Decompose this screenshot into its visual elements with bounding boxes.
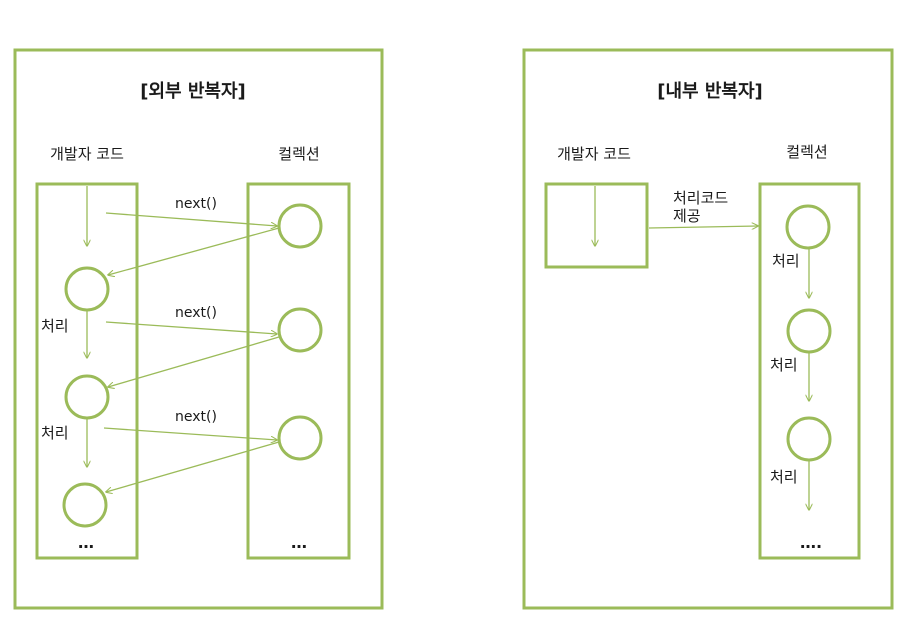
collection-ellipsis: …. bbox=[800, 533, 822, 552]
next-call-arrow bbox=[105, 321, 277, 334]
collection-element bbox=[277, 415, 323, 461]
developer-node bbox=[62, 482, 108, 528]
developer-ellipsis: … bbox=[78, 533, 94, 552]
developer-node bbox=[64, 266, 110, 312]
external-iterator-frame bbox=[13, 48, 384, 610]
process-label: 처리 bbox=[41, 424, 69, 442]
collection-box bbox=[758, 182, 861, 560]
collection-label: 컬렉션 bbox=[278, 145, 319, 163]
collection-box bbox=[246, 182, 351, 560]
developer-code-label: 개발자 코드 bbox=[50, 145, 124, 163]
collection-element bbox=[277, 203, 323, 249]
next-call-label: next() bbox=[175, 305, 217, 321]
internal-iterator-title: [내부 반복자] bbox=[657, 81, 763, 102]
developer-code-box bbox=[35, 182, 139, 560]
developer-code-box bbox=[544, 182, 649, 269]
process-label: 처리 bbox=[772, 252, 800, 270]
developer-node bbox=[64, 374, 110, 420]
return-element-arrow bbox=[106, 441, 280, 492]
external-iterator-panel: [외부 반복자] 개발자 코드 컬렉션 next() next() next()… bbox=[13, 48, 384, 610]
provide-code-label: 처리코드 bbox=[673, 189, 728, 207]
provide-code-arrow bbox=[648, 226, 758, 228]
collection-element bbox=[786, 308, 832, 354]
external-iterator-title: [외부 반복자] bbox=[140, 81, 246, 102]
internal-iterator-frame bbox=[522, 48, 894, 610]
developer-code-label: 개발자 코드 bbox=[557, 145, 631, 163]
process-label: 처리 bbox=[770, 356, 798, 374]
next-call-arrow bbox=[103, 427, 277, 440]
collection-ellipsis: … bbox=[291, 533, 307, 552]
collection-element bbox=[785, 204, 831, 250]
next-call-label: next() bbox=[175, 409, 217, 425]
collection-element bbox=[786, 416, 832, 462]
return-element-arrow bbox=[108, 336, 280, 387]
process-label: 처리 bbox=[770, 468, 798, 486]
provide-code-label: 제공 bbox=[673, 207, 701, 225]
next-call-label: next() bbox=[175, 196, 217, 212]
next-call-arrow bbox=[105, 212, 277, 226]
return-element-arrow bbox=[108, 227, 280, 275]
internal-iterator-panel: [내부 반복자] 개발자 코드 컬렉션 처리코드 제공 처리 처리 처리 …. bbox=[522, 48, 894, 610]
collection-label: 컬렉션 bbox=[786, 143, 827, 161]
collection-element bbox=[277, 307, 323, 353]
process-label: 처리 bbox=[41, 317, 69, 335]
